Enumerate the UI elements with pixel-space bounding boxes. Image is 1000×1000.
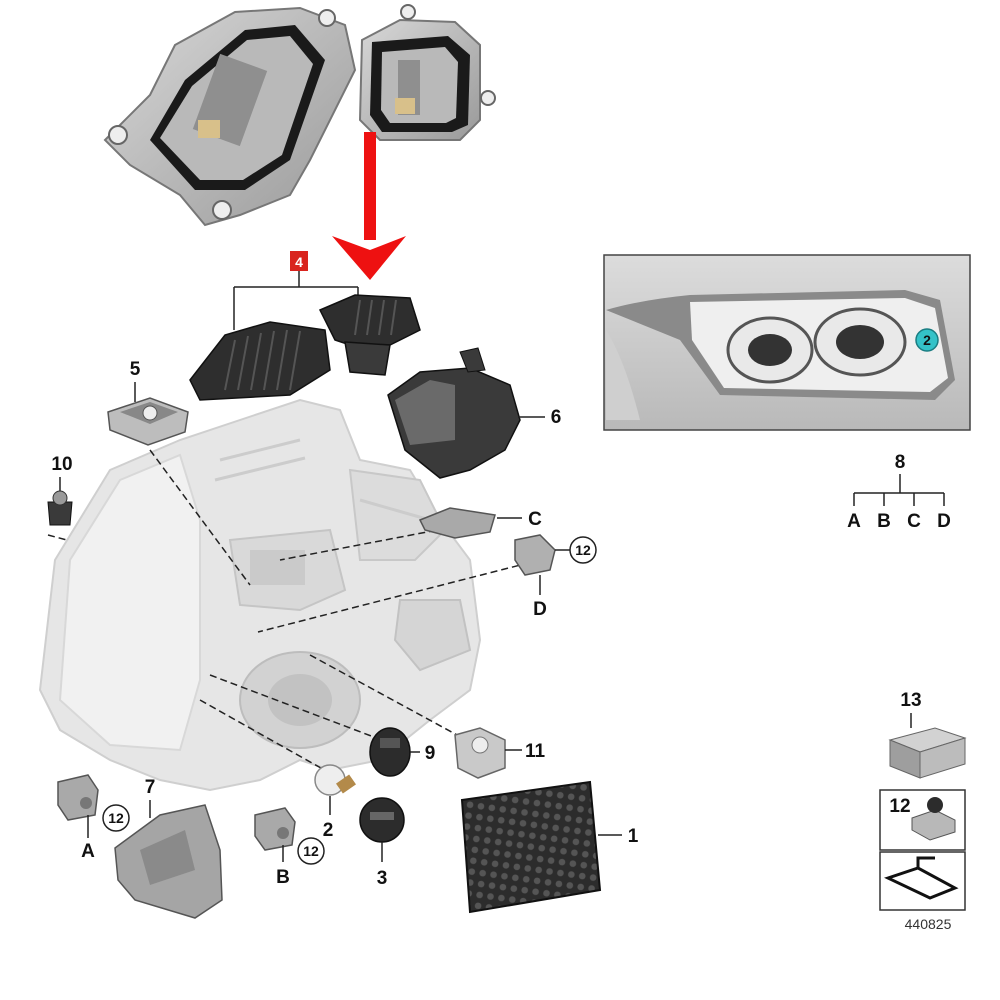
callout-6: 6 xyxy=(551,407,562,428)
inset-callout-label: 2 xyxy=(923,332,931,348)
tree-letter-c: C xyxy=(907,511,921,532)
callout-2: 2 xyxy=(323,820,334,841)
part-9-socket: 9 xyxy=(369,727,436,777)
part-4-covers xyxy=(189,294,421,401)
callout-3: 3 xyxy=(377,868,388,889)
red-arrow-icon xyxy=(332,132,406,280)
headlight-inset: 2 xyxy=(603,254,971,431)
legend-symbol xyxy=(879,851,966,911)
callout-12-d: 12 xyxy=(575,542,591,558)
callout-7: 7 xyxy=(145,777,156,798)
part-5-control-unit: 5 xyxy=(107,359,189,446)
callout-10: 10 xyxy=(51,454,72,475)
part-c-bracket: C xyxy=(418,507,542,539)
letter-a: A xyxy=(81,841,95,862)
part-a-bracket: A 12 xyxy=(57,774,130,862)
callout-9: 9 xyxy=(425,743,436,764)
legend-part-13: 13 xyxy=(888,690,967,779)
letter-b: B xyxy=(276,867,290,888)
callout-11: 11 xyxy=(525,741,546,762)
callout-13: 13 xyxy=(900,690,921,711)
svg-text:4: 4 xyxy=(295,254,303,270)
callout-12-b: 12 xyxy=(303,843,319,859)
part-10-clip: 10 xyxy=(47,454,263,593)
legend-part-12: 12 xyxy=(879,789,966,851)
housing-photo xyxy=(103,4,496,227)
callout-5: 5 xyxy=(130,359,141,380)
part-b-bracket: B 12 xyxy=(254,807,325,888)
callout-8-tree: 8 A B C D xyxy=(847,452,951,532)
part-7-bracket: 7 xyxy=(114,777,223,919)
callout-12-a: 12 xyxy=(108,810,124,826)
part-1-ballast: 1 xyxy=(460,780,639,914)
inset-callout-badge xyxy=(915,328,939,352)
callout-1: 1 xyxy=(628,826,639,847)
callout-12-legend: 12 xyxy=(889,796,910,817)
tree-letter-a: A xyxy=(847,511,861,532)
callout-4: 4 xyxy=(233,251,359,330)
letter-d: D xyxy=(533,599,547,620)
part-d-bracket: 12 D xyxy=(514,534,597,620)
tree-letter-d: D xyxy=(937,511,951,532)
part-6-projector-module: 6 xyxy=(387,347,562,479)
callout-8: 8 xyxy=(895,452,906,473)
reference-number: 440825 xyxy=(905,916,952,932)
part-3-cap: 3 xyxy=(359,797,405,889)
part-2-bulb: 2 xyxy=(314,764,356,841)
headlight-housing xyxy=(38,398,482,792)
tree-letter-b: B xyxy=(877,511,891,532)
letter-c: C xyxy=(528,509,542,530)
part-11-motor: 11 xyxy=(454,727,546,779)
